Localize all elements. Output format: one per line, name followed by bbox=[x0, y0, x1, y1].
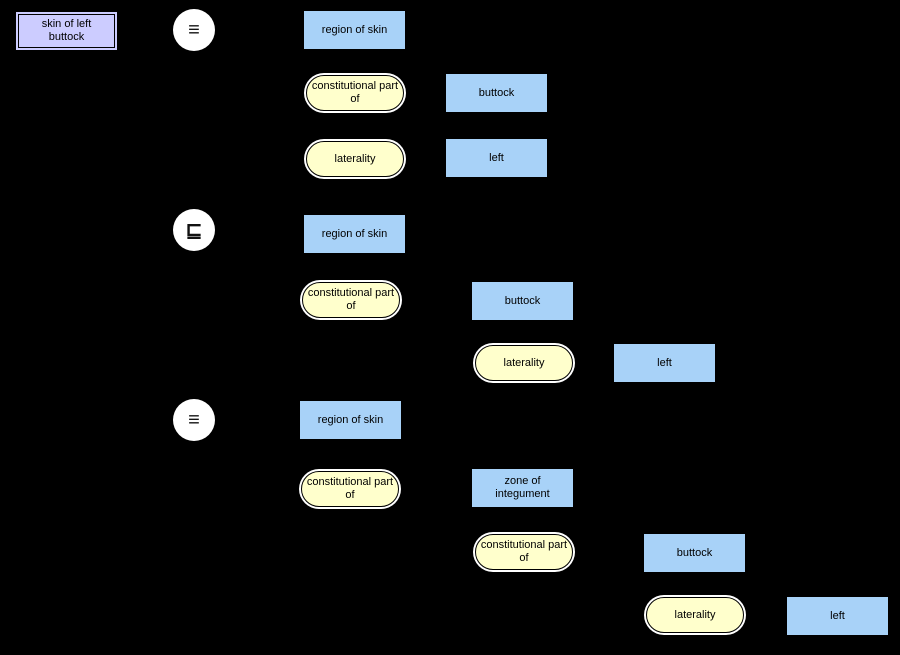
group3-equivalent-operator-icon: ≡ bbox=[173, 399, 215, 441]
group1-attribute-constitutional-part-of: constitutional part of bbox=[306, 75, 404, 111]
group1-focus-concept-node: region of skin bbox=[303, 10, 406, 50]
concept-label: left bbox=[657, 356, 672, 369]
root-concept-label: skin of left buttock bbox=[41, 18, 92, 43]
group3-attribute-constitutional-part-of-1: constitutional part of bbox=[301, 471, 399, 507]
attribute-label: constitutional part of bbox=[307, 287, 395, 312]
group2-attribute-constitutional-part-of: constitutional part of bbox=[302, 282, 400, 318]
concept-label: region of skin bbox=[317, 413, 384, 426]
group1-equivalent-operator-icon: ≡ bbox=[173, 9, 215, 51]
group3-value-zone-of-integument-node: zone of integument bbox=[471, 468, 574, 508]
group2-value-left-node: left bbox=[613, 343, 716, 383]
attribute-label: laterality bbox=[334, 152, 376, 165]
group2-focus-concept-node: region of skin bbox=[303, 214, 406, 254]
root-concept-node: skin of left buttock bbox=[14, 10, 119, 52]
group3-attribute-constitutional-part-of-2: constitutional part of bbox=[475, 534, 573, 570]
group3-attribute-laterality: laterality bbox=[646, 597, 744, 633]
equivalent-glyph: ≡ bbox=[188, 18, 200, 41]
concept-label: left bbox=[489, 151, 504, 164]
concept-label: region of skin bbox=[321, 23, 388, 36]
attribute-label: constitutional part of bbox=[306, 476, 394, 501]
attribute-label: laterality bbox=[674, 608, 716, 621]
concept-label: left bbox=[830, 609, 845, 622]
attribute-label: constitutional part of bbox=[480, 539, 568, 564]
group2-subsumption-operator-icon: ⊑ bbox=[173, 209, 215, 251]
attribute-label: constitutional part of bbox=[311, 80, 399, 105]
equivalent-glyph: ≡ bbox=[188, 408, 200, 431]
group1-attribute-laterality: laterality bbox=[306, 141, 404, 177]
group3-focus-concept-node: region of skin bbox=[299, 400, 402, 440]
concept-label: region of skin bbox=[321, 227, 388, 240]
root-concept-inner-border: skin of left buttock bbox=[18, 14, 115, 48]
group1-value-left-node: left bbox=[445, 138, 548, 178]
attribute-label: laterality bbox=[503, 356, 545, 369]
concept-label: buttock bbox=[478, 86, 515, 99]
group2-attribute-laterality: laterality bbox=[475, 345, 573, 381]
subsumed-by-glyph: ⊑ bbox=[185, 219, 203, 242]
group2-value-buttock-node: buttock bbox=[471, 281, 574, 321]
group3-value-left-node: left bbox=[786, 596, 889, 636]
concept-label: buttock bbox=[504, 294, 541, 307]
concept-label: zone of integument bbox=[495, 475, 550, 500]
group1-value-buttock-node: buttock bbox=[445, 73, 548, 113]
group3-value-buttock-node: buttock bbox=[643, 533, 746, 573]
concept-label: buttock bbox=[676, 546, 713, 559]
